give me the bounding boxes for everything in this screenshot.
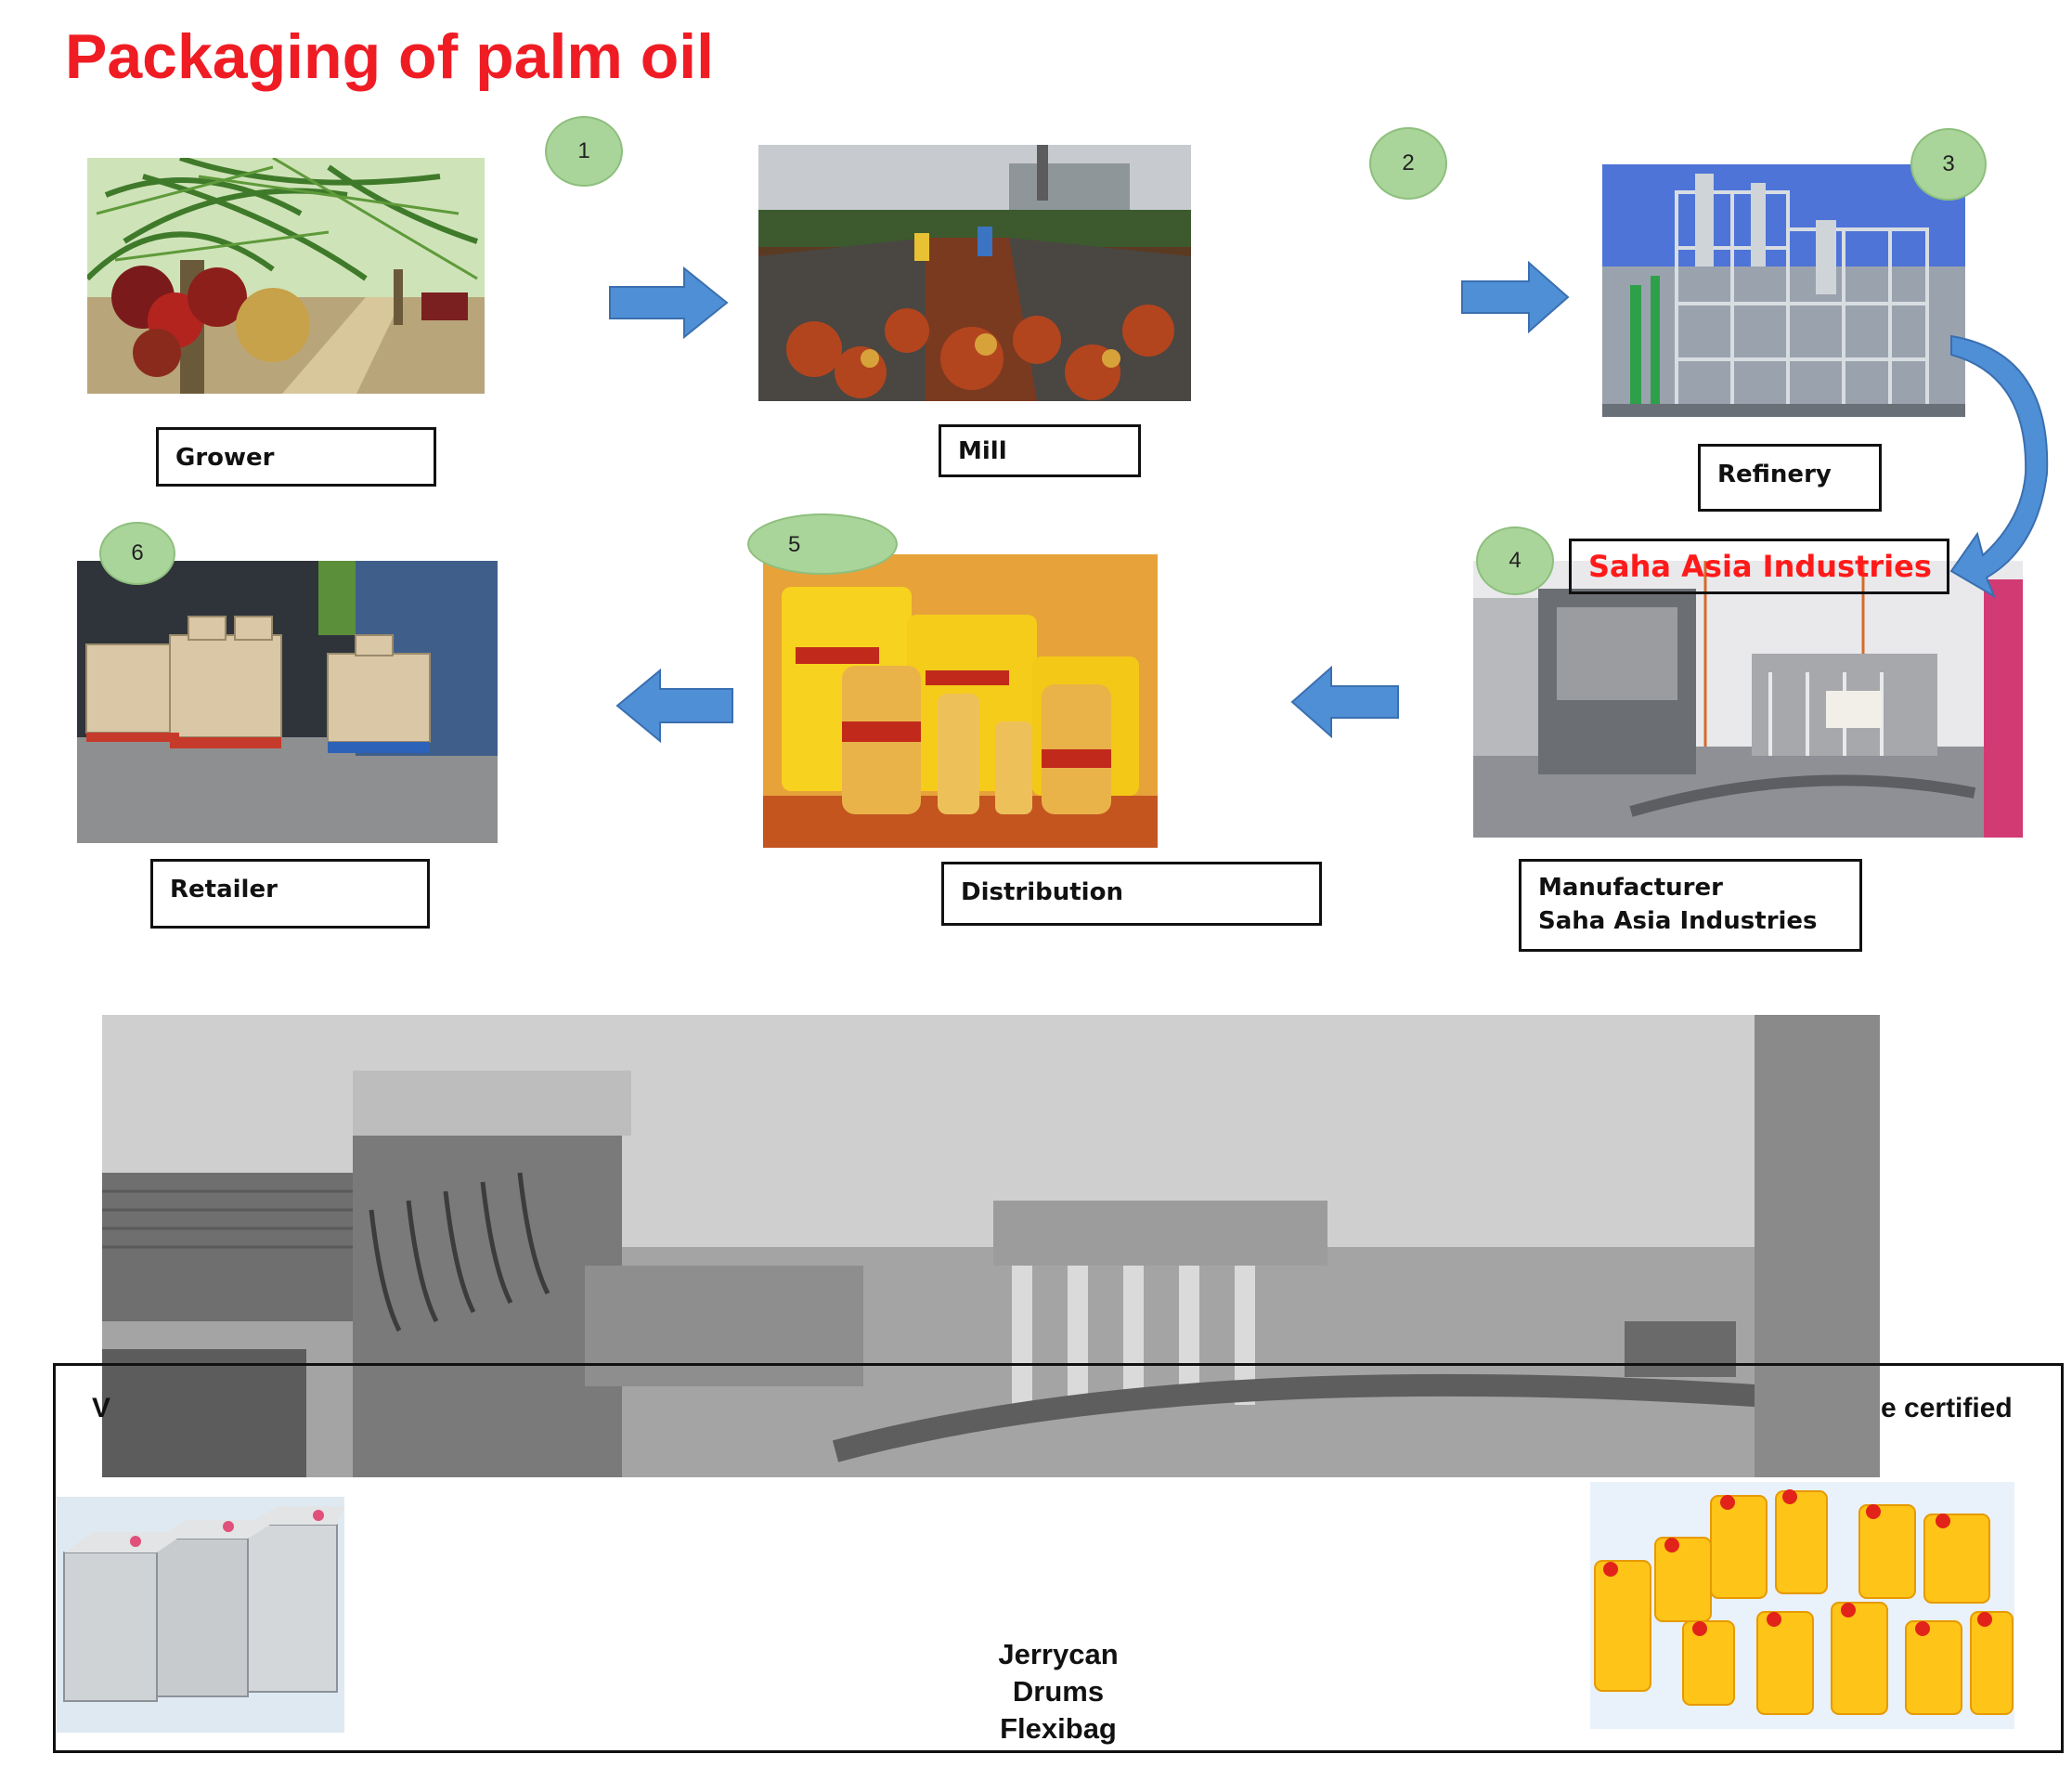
distribution-label-text: Distribution [961,878,1123,906]
retailer-label-text: Retailer [170,876,278,903]
refinery-photo [1602,164,1965,417]
partial-left-text: V [92,1393,111,1423]
stage-badge-1: 1 [545,116,623,187]
arrow-mill-to-refinery [1461,261,1570,333]
partial-certified-text: e certified [1881,1393,2013,1423]
distribution-label: Distribution [941,862,1322,926]
packaging-frame [53,1363,2064,1753]
distribution-photo [763,554,1158,848]
mill-label-text: Mill [958,437,1007,465]
tin-cans-photo [57,1497,344,1733]
retailer-label: Retailer [150,859,430,929]
grower-label-text: Grower [175,444,275,472]
refinery-label: Refinery [1698,444,1882,512]
manufacturer-label: Manufacturer Saha Asia Industries [1519,859,1862,952]
factory-photo [102,1015,1880,1477]
mill-photo [758,145,1191,401]
stage-badge-5: 5 [747,513,898,575]
arrow-grower-to-mill [609,266,729,339]
packaging-list: Jerrycan Drums Flexibag [947,1636,1170,1748]
saha-asia-overlay-label: Saha Asia Industries [1569,539,1949,594]
arrow-distribution-to-retailer [615,669,733,743]
stage-badge-5-text: 5 [788,532,801,557]
grower-photo [87,158,485,394]
manufacturer-photo [1473,561,2023,838]
page-title: Packaging of palm oil [65,21,715,92]
packaging-jerrycan: Jerrycan [998,1638,1119,1670]
packaging-flexibag: Flexibag [1000,1712,1117,1745]
manufacturer-label-line1: Manufacturer [1538,874,1723,902]
retailer-photo [77,561,498,843]
stage-badge-6: 6 [99,522,175,585]
jerrycans-photo [1590,1482,2014,1729]
stage-badge-4: 4 [1476,526,1554,595]
packaging-drums: Drums [1012,1675,1105,1708]
manufacturer-label-line2: Saha Asia Industries [1538,907,1818,935]
grower-label: Grower [156,427,436,487]
mill-label: Mill [939,424,1141,477]
arrow-refinery-to-manufacturer [1949,334,2049,599]
stage-badge-3: 3 [1910,128,1987,201]
arrow-manufacturer-to-distribution [1290,666,1399,738]
stage-badge-2: 2 [1369,127,1447,200]
refinery-label-text: Refinery [1717,461,1832,488]
